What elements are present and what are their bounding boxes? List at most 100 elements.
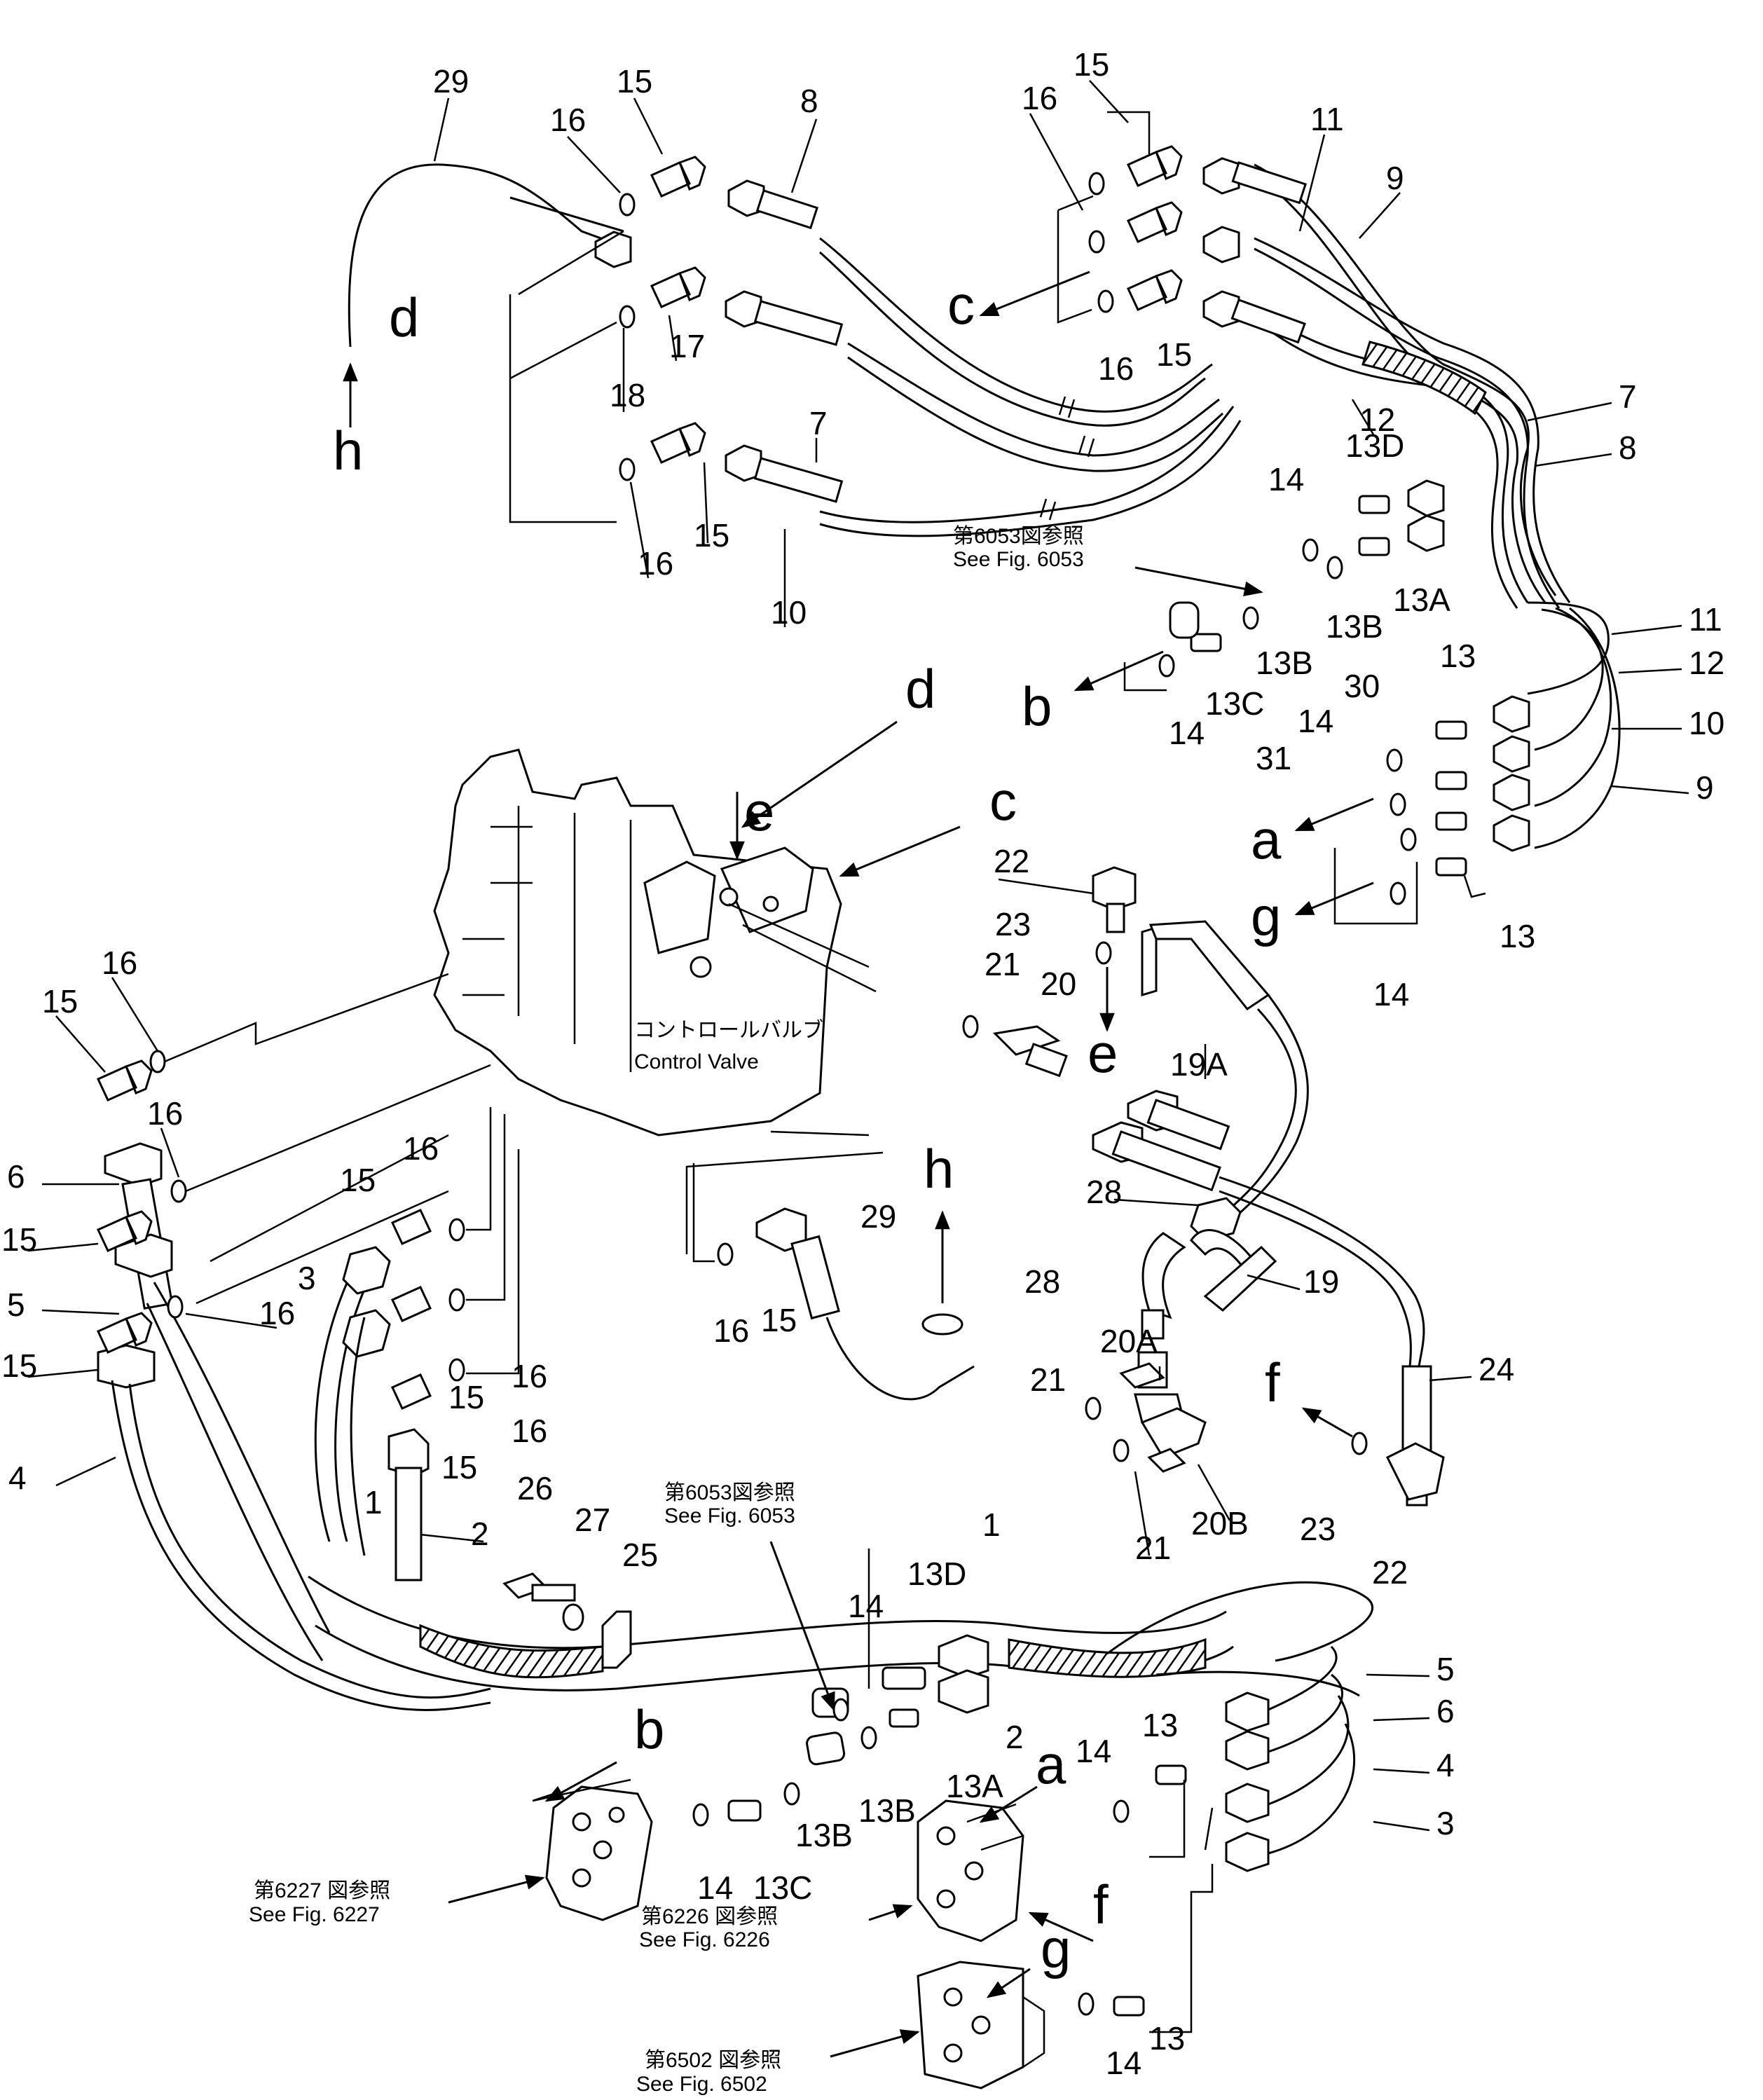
label-6: 6 — [7, 1158, 25, 1195]
label-23: 23 — [1300, 1511, 1336, 1547]
label-14: 14 — [1106, 2045, 1141, 2081]
hoses-19-24 — [1085, 920, 1445, 1507]
label-13C: 13C — [753, 1869, 812, 1906]
label-20A: 20A — [1100, 1323, 1158, 1359]
label-21: 21 — [1030, 1361, 1066, 1398]
label-13D: 13D — [1345, 427, 1404, 464]
lower-connection-arrows — [448, 566, 1263, 2058]
ref-jp-6226: 第6226 図参照 — [641, 1905, 778, 1928]
label-25: 25 — [622, 1537, 658, 1573]
label-16: 16 — [512, 1413, 547, 1449]
block-fig-6502 — [917, 1961, 1045, 2089]
label-9: 9 — [1386, 160, 1404, 196]
label-21: 21 — [1135, 1530, 1171, 1566]
label-15: 15 — [761, 1302, 797, 1338]
label-5: 5 — [7, 1286, 25, 1323]
label-16: 16 — [1098, 350, 1134, 387]
hose-ends-9-11-12-top — [1202, 157, 1307, 344]
label-24: 24 — [1479, 1351, 1514, 1387]
label-14: 14 — [848, 1588, 884, 1624]
label-15: 15 — [42, 983, 78, 1020]
label-19A: 19A — [1170, 1046, 1228, 1083]
label-16: 16 — [1022, 80, 1057, 116]
letter-e: e — [744, 781, 774, 842]
ref-jp-6053-lower: 第6053図参照 — [664, 1481, 795, 1504]
label-6: 6 — [1436, 1693, 1455, 1729]
label-15: 15 — [1156, 336, 1192, 373]
label-16: 16 — [713, 1312, 749, 1349]
top-right-hoses — [979, 111, 1571, 609]
label-7: 7 — [809, 405, 828, 441]
label-28: 28 — [1086, 1174, 1122, 1210]
label-9: 9 — [1696, 769, 1714, 806]
label-3: 3 — [1436, 1805, 1455, 1841]
letter-e: e — [1088, 1022, 1118, 1084]
label-30: 30 — [1344, 668, 1380, 704]
label-13B: 13B — [795, 1817, 853, 1853]
letter-g: g — [1251, 886, 1281, 947]
hose-end-29-top — [594, 231, 632, 268]
label-10: 10 — [771, 594, 807, 631]
label-15: 15 — [441, 1449, 477, 1485]
letter-a: a — [1251, 809, 1282, 870]
letter-g: g — [1041, 1918, 1071, 1979]
label-7: 7 — [1619, 378, 1637, 415]
label-29: 29 — [433, 63, 469, 99]
label-3: 3 — [298, 1260, 316, 1296]
label-22: 22 — [994, 843, 1029, 879]
label-15: 15 — [1, 1347, 37, 1384]
label-21: 21 — [985, 946, 1020, 982]
orings-right — [1158, 538, 1417, 905]
label-10: 10 — [1689, 705, 1724, 741]
label-16: 16 — [550, 102, 586, 138]
label-12: 12 — [1689, 645, 1724, 681]
label-13: 13 — [1500, 918, 1535, 954]
label-23: 23 — [995, 906, 1031, 942]
label-16: 16 — [512, 1358, 547, 1394]
label-1: 1 — [364, 1484, 383, 1521]
label-14: 14 — [1373, 976, 1409, 1013]
letter-d: d — [905, 658, 935, 720]
clamp-bolt-washer — [502, 1572, 632, 1669]
label-16: 16 — [147, 1095, 183, 1132]
letter-f: f — [1265, 1352, 1280, 1413]
label-13B: 13B — [1326, 608, 1383, 645]
label-14: 14 — [1268, 461, 1304, 497]
block-fig-6226 — [917, 1799, 1024, 1942]
label-15: 15 — [694, 517, 729, 554]
letter-h: h — [333, 420, 363, 481]
ref-en-6053-lower: See Fig. 6053 — [664, 1504, 795, 1528]
label-16: 16 — [403, 1130, 439, 1167]
label-22: 22 — [1372, 1554, 1408, 1591]
label-31: 31 — [1256, 740, 1291, 776]
letter-c: c — [947, 274, 975, 336]
label-5: 5 — [1436, 1651, 1455, 1687]
letter-b: b — [634, 1698, 664, 1760]
letter-c: c — [989, 770, 1017, 832]
label-11: 11 — [1689, 601, 1722, 638]
label-20: 20 — [1041, 966, 1076, 1002]
orings-top-right — [1088, 172, 1114, 313]
ref-en-6502: See Fig. 6502 — [636, 2073, 767, 2096]
label-13C: 13C — [1205, 685, 1264, 722]
label-15: 15 — [1, 1221, 37, 1258]
label-18: 18 — [610, 377, 645, 413]
label-15: 15 — [340, 1162, 376, 1198]
label-15: 15 — [448, 1379, 484, 1415]
label-26: 26 — [517, 1470, 553, 1507]
ref-en-6226: See Fig. 6226 — [639, 1928, 770, 1951]
label-16: 16 — [102, 945, 137, 981]
label-15: 15 — [1073, 46, 1109, 83]
label-2: 2 — [471, 1516, 489, 1552]
nipples-13-right — [1169, 495, 1467, 877]
label-13D: 13D — [907, 1556, 966, 1592]
letter-d: d — [389, 287, 419, 348]
elbow-fittings-top-right — [1126, 145, 1183, 311]
fittings-20-23 — [962, 866, 1158, 1078]
leader-lines — [27, 80, 1689, 1832]
label-28: 28 — [1024, 1263, 1060, 1300]
label-15: 15 — [617, 63, 652, 99]
control-valve — [433, 748, 877, 1137]
label-13A: 13A — [1393, 582, 1450, 618]
